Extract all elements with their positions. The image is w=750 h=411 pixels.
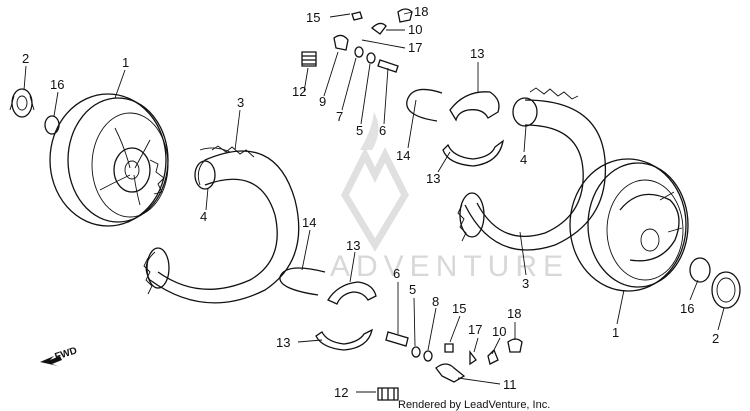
top-hardware [301, 8, 413, 73]
left-hub-cap [9, 88, 35, 118]
callout-15-top: 15 [306, 10, 320, 25]
brake-spring-upper [406, 88, 443, 122]
brake-shoe-upper-right-b [442, 139, 504, 167]
callout-5-bottom: 5 [409, 282, 416, 297]
brake-shoe-lower-left-a [327, 281, 377, 305]
brake-shoe-lower-left-b [315, 328, 373, 351]
callout-12-bottom: 12 [334, 385, 348, 400]
left-dust-seal [44, 115, 60, 135]
callout-17-bottom: 17 [468, 322, 482, 337]
callout-2-left: 2 [22, 51, 29, 66]
callout-6-top: 6 [379, 123, 386, 138]
callout-11: 11 [503, 377, 517, 392]
callout-16-right: 16 [680, 301, 694, 316]
callouts: 15 18 10 17 13 2 1 16 12 9 7 5 6 3 14 13… [22, 4, 719, 400]
callout-13-lower-upper: 13 [346, 238, 360, 253]
right-hub-cap [711, 271, 741, 309]
right-dust-seal [689, 257, 711, 283]
callout-12-top: 12 [292, 84, 306, 99]
callout-8: 8 [432, 294, 439, 309]
callout-2-right: 2 [712, 331, 719, 346]
watermark-text: ADVENTURE [330, 250, 569, 283]
right-tire [457, 87, 607, 251]
callout-1-left: 1 [122, 55, 129, 70]
callout-18-bottom: 18 [507, 306, 521, 321]
callout-6-bottom: 6 [393, 266, 400, 281]
callout-9: 9 [319, 94, 326, 109]
callout-15-bottom: 15 [452, 301, 466, 316]
callout-5-top: 5 [356, 123, 363, 138]
render-credit: Rendered by LeadVenture, Inc. [398, 399, 550, 411]
callout-13-upper-left: 13 [426, 171, 440, 186]
leader-lines [23, 11, 725, 393]
callout-7: 7 [336, 109, 343, 124]
callout-1-right: 1 [612, 325, 619, 340]
callout-14-lower: 14 [302, 215, 316, 230]
brake-spring-lower [279, 267, 326, 296]
callout-10-top: 10 [408, 22, 422, 37]
callout-4-right: 4 [520, 152, 527, 167]
callout-3-left: 3 [237, 95, 244, 110]
fwd-label: FWD [54, 345, 79, 363]
watermark: ADVENTURE [330, 112, 569, 283]
callout-17-top: 17 [408, 40, 422, 55]
callout-10-bottom: 10 [492, 324, 506, 339]
callout-14-upper: 14 [396, 148, 410, 163]
bottom-hardware [377, 331, 523, 401]
callout-3-right: 3 [522, 276, 529, 291]
forward-direction-indicator: FWD [40, 345, 79, 366]
callout-13-upper-right: 13 [470, 46, 484, 61]
callout-4-left: 4 [200, 209, 207, 224]
callout-13-lower-lower: 13 [276, 335, 290, 350]
left-tire [143, 145, 300, 304]
right-wheel-rim [569, 158, 689, 292]
callout-18-top: 18 [414, 4, 428, 19]
callout-16-left: 16 [50, 77, 64, 92]
left-wheel-rim [49, 93, 169, 227]
brake-shoe-upper-right-a [449, 91, 500, 122]
